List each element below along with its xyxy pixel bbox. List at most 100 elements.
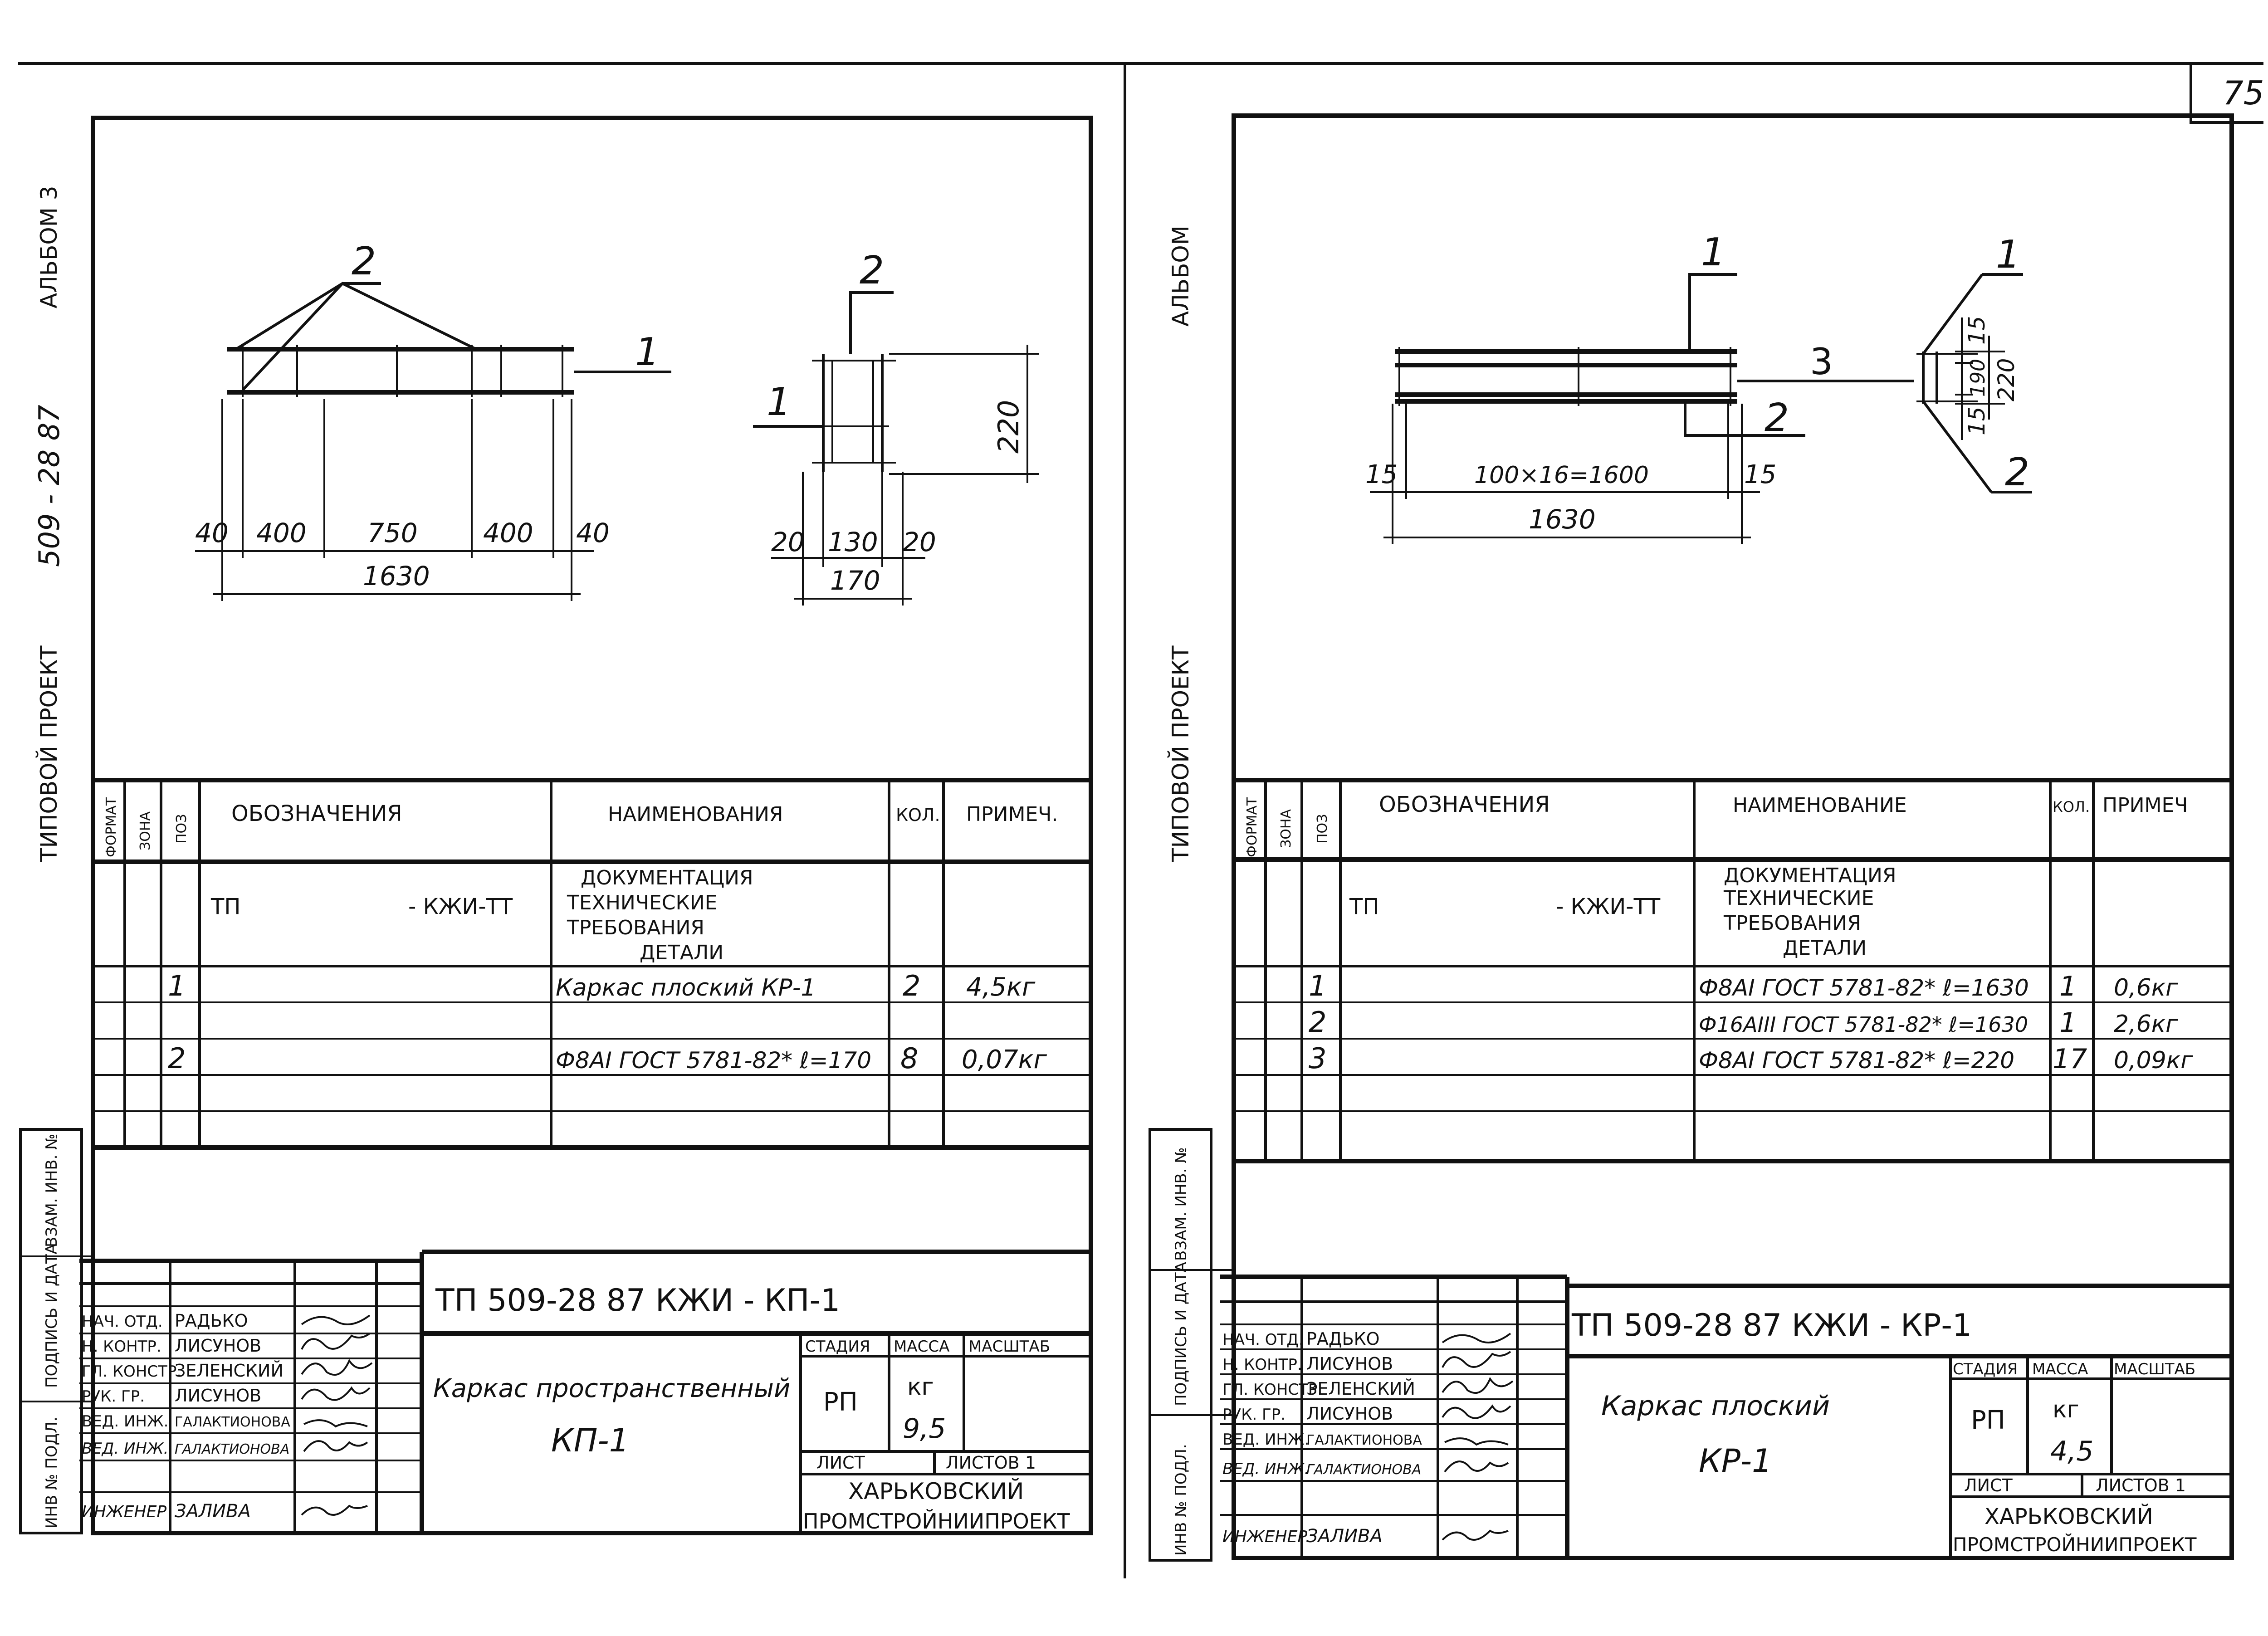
right-mass: 4,5: [2050, 1436, 2093, 1467]
right-row2-note: 2,6кг: [2114, 1011, 2178, 1038]
right-row2-name: Ф16АIII ГОСТ 5781-82* ℓ=1630: [1699, 1012, 2028, 1037]
left-doc-kzhi: - КЖИ-ТТ: [408, 894, 513, 919]
left-doc-line2: ТЕХНИЧЕСКИЕ: [567, 891, 717, 914]
right-front-callout-1: 1: [1701, 230, 1725, 275]
right-name-7: ЗАЛИВА: [1306, 1526, 1383, 1547]
right-role-7: ИНЖЕНЕР: [1222, 1528, 1307, 1546]
left-doc-line4: ДЕТАЛИ: [640, 941, 723, 964]
left-section-callout-1: 1: [767, 380, 791, 425]
left-org-line2: ПРОМСТРОЙНИИПРОЕКТ: [803, 1509, 1070, 1533]
left-row1-note: 4,5кг: [966, 972, 1036, 1002]
right-front-callout-2: 2: [1765, 396, 1789, 440]
right-product-line2: КР-1: [1699, 1442, 1772, 1480]
left-stage: РП: [823, 1387, 858, 1417]
left-name-4: ЛИСУНОВ: [175, 1386, 261, 1406]
left-org-line1: ХАРЬКОВСКИЙ: [848, 1478, 1024, 1504]
left-role-3: ГЛ. КОНСТР.: [82, 1363, 181, 1381]
left-dim-400b: 400: [483, 518, 533, 548]
left-name-3: ЗЕЛЕНСКИЙ: [175, 1361, 284, 1381]
left-stage-label: СТАДИЯ: [805, 1338, 870, 1356]
right-margin-strip: [1149, 1128, 1212, 1562]
left-section-dim-20b: 20: [903, 527, 936, 557]
right-mass-label: МАССА: [2032, 1360, 2088, 1378]
left-doc-line1: ДОКУМЕНТАЦИЯ: [581, 866, 753, 889]
right-sheet-label: ЛИСТ: [1964, 1475, 2013, 1495]
left-hdr-zone: ЗОНА: [137, 811, 153, 850]
right-row3-name: Ф8АI ГОСТ 5781-82* ℓ=220: [1699, 1047, 2014, 1074]
left-mass-label: МАССА: [894, 1338, 949, 1356]
right-signatures: [1442, 1333, 1514, 1541]
left-role-7: ИНЖЕНЕР: [82, 1503, 166, 1521]
left-dim-40a: 40: [195, 518, 229, 548]
left-row3-qty: 8: [900, 1042, 918, 1075]
right-hdr-name: НАИМЕНОВАНИЕ: [1733, 794, 1907, 817]
left-signatures: [301, 1314, 373, 1516]
left-role-5: ВЕД. ИНЖ.: [82, 1412, 168, 1431]
left-dim-40b: 40: [576, 518, 610, 548]
left-row3-name: Ф8АI ГОСТ 5781-82* ℓ=170: [556, 1047, 871, 1074]
left-main-frame: [91, 116, 1093, 1535]
sheet-number-box: [2190, 63, 2263, 124]
right-hdr-note: ПРИМЕЧ: [2102, 794, 2188, 817]
left-row3-note: 0,07кг: [962, 1045, 1047, 1074]
left-name-7: ЗАЛИВА: [175, 1501, 251, 1522]
right-role-4: РУК. ГР.: [1222, 1406, 1286, 1424]
left-front-callout-2: 2: [352, 239, 376, 284]
right-row2-qty: 1: [2059, 1007, 2077, 1039]
left-name-6: ГАЛАКТИОНОВА: [175, 1441, 289, 1457]
right-mass-unit: кг: [2053, 1396, 2079, 1423]
right-section-dim-220: 220: [1993, 358, 2019, 401]
left-margin-zam: ВЗАМ. ИНВ. №: [43, 1133, 61, 1247]
left-front-view: 2 1 40 400 750 400 40 1630: [195, 239, 671, 601]
right-section-view: 1 2 15 190 15 220: [1916, 232, 2032, 495]
left-front-callout-1: 1: [635, 330, 660, 375]
right-scale-label: МАСШТАБ: [2114, 1360, 2195, 1378]
left-project-type: ТИПОВОЙ ПРОЕКТ: [35, 645, 62, 862]
right-margin-sign: ПОДПИСЬ И ДАТА: [1172, 1262, 1190, 1406]
left-role-4: РУК. ГР.: [82, 1387, 145, 1406]
right-role-6: ВЕД. ИНЖ.: [1222, 1460, 1309, 1478]
left-row1-qty: 2: [903, 969, 920, 1002]
right-stage: РП: [1971, 1406, 2005, 1435]
left-name-2: ЛИСУНОВ: [175, 1336, 261, 1356]
right-row2-pos: 2: [1309, 1006, 1326, 1039]
right-dim-1630: 1630: [1529, 504, 1596, 535]
left-margin-strip: [19, 1128, 83, 1534]
left-margin-inv: ИНВ № ПОДЛ.: [43, 1416, 61, 1529]
right-hdr-format: ФОРМАТ: [1244, 797, 1260, 857]
right-section-callout-2: 2: [2005, 450, 2029, 495]
left-album-label: АЛЬБОМ 3: [36, 186, 62, 308]
left-section-dim-130: 130: [828, 527, 878, 557]
left-sheet-label: ЛИСТ: [816, 1453, 865, 1473]
right-album-label: АЛЬБОМ: [1168, 225, 1194, 327]
right-role-3: ГЛ. КОНСТР.: [1222, 1381, 1322, 1399]
right-hdr-zone: ЗОНА: [1278, 809, 1294, 848]
right-hdr-designation: ОБОЗНАЧЕНИЯ: [1379, 792, 1550, 817]
left-row1-pos: 1: [168, 969, 186, 1002]
left-product-line2: КП-1: [551, 1422, 629, 1459]
left-project-code: 509 - 28 87: [33, 405, 66, 567]
right-sheet: АЛЬБОМ ТИПОВОЙ ПРОЕКТ ИНВ № ПОДЛ. ПОДПИС…: [1149, 113, 2234, 1562]
left-hdr-note: ПРИМЕЧ.: [966, 803, 1058, 826]
right-spec-table: ФОРМАТ ЗОНА ПОЗ ОБОЗНАЧЕНИЯ НАИМЕНОВАНИЕ…: [1234, 778, 2232, 1163]
right-doc-line1: ДОКУМЕНТАЦИЯ: [1724, 864, 1897, 887]
right-sheets-label: ЛИСТОВ 1: [2096, 1475, 2186, 1495]
left-section-callout-2: 2: [860, 248, 884, 293]
right-doc-line3: ТРЕБОВАНИЯ: [1723, 912, 1861, 935]
right-hdr-pos: ПОЗ: [1315, 814, 1330, 844]
right-name-1: РАДЬКО: [1306, 1329, 1380, 1349]
right-section-dim-190: 190: [1966, 359, 1989, 397]
right-row3-note: 0,09кг: [2114, 1047, 2193, 1074]
left-name-1: РАДЬКО: [175, 1311, 248, 1331]
right-org-line1: ХАРЬКОВСКИЙ: [1984, 1504, 2153, 1529]
right-front-view: 1 3 2 15 100×16=1600 15 1630: [1365, 230, 1914, 544]
left-section-dim-20a: 20: [771, 527, 805, 557]
left-spec-table: ФОРМАТ ЗОНА ПОЗ ОБОЗНАЧЕНИЯ НАИМЕНОВАНИЯ…: [93, 778, 1091, 1150]
left-title-block: ТП 509-28 87 КЖИ - КП-1 НАЧ. ОТД. Н. КОН…: [79, 1250, 1091, 1533]
right-name-2: ЛИСУНОВ: [1306, 1354, 1393, 1374]
left-dim-750: 750: [367, 518, 418, 548]
left-title-code: ТП 509-28 87 КЖИ - КП-1: [435, 1283, 840, 1319]
left-section-view: 2 1 220 20 130 20 170: [753, 248, 1039, 606]
